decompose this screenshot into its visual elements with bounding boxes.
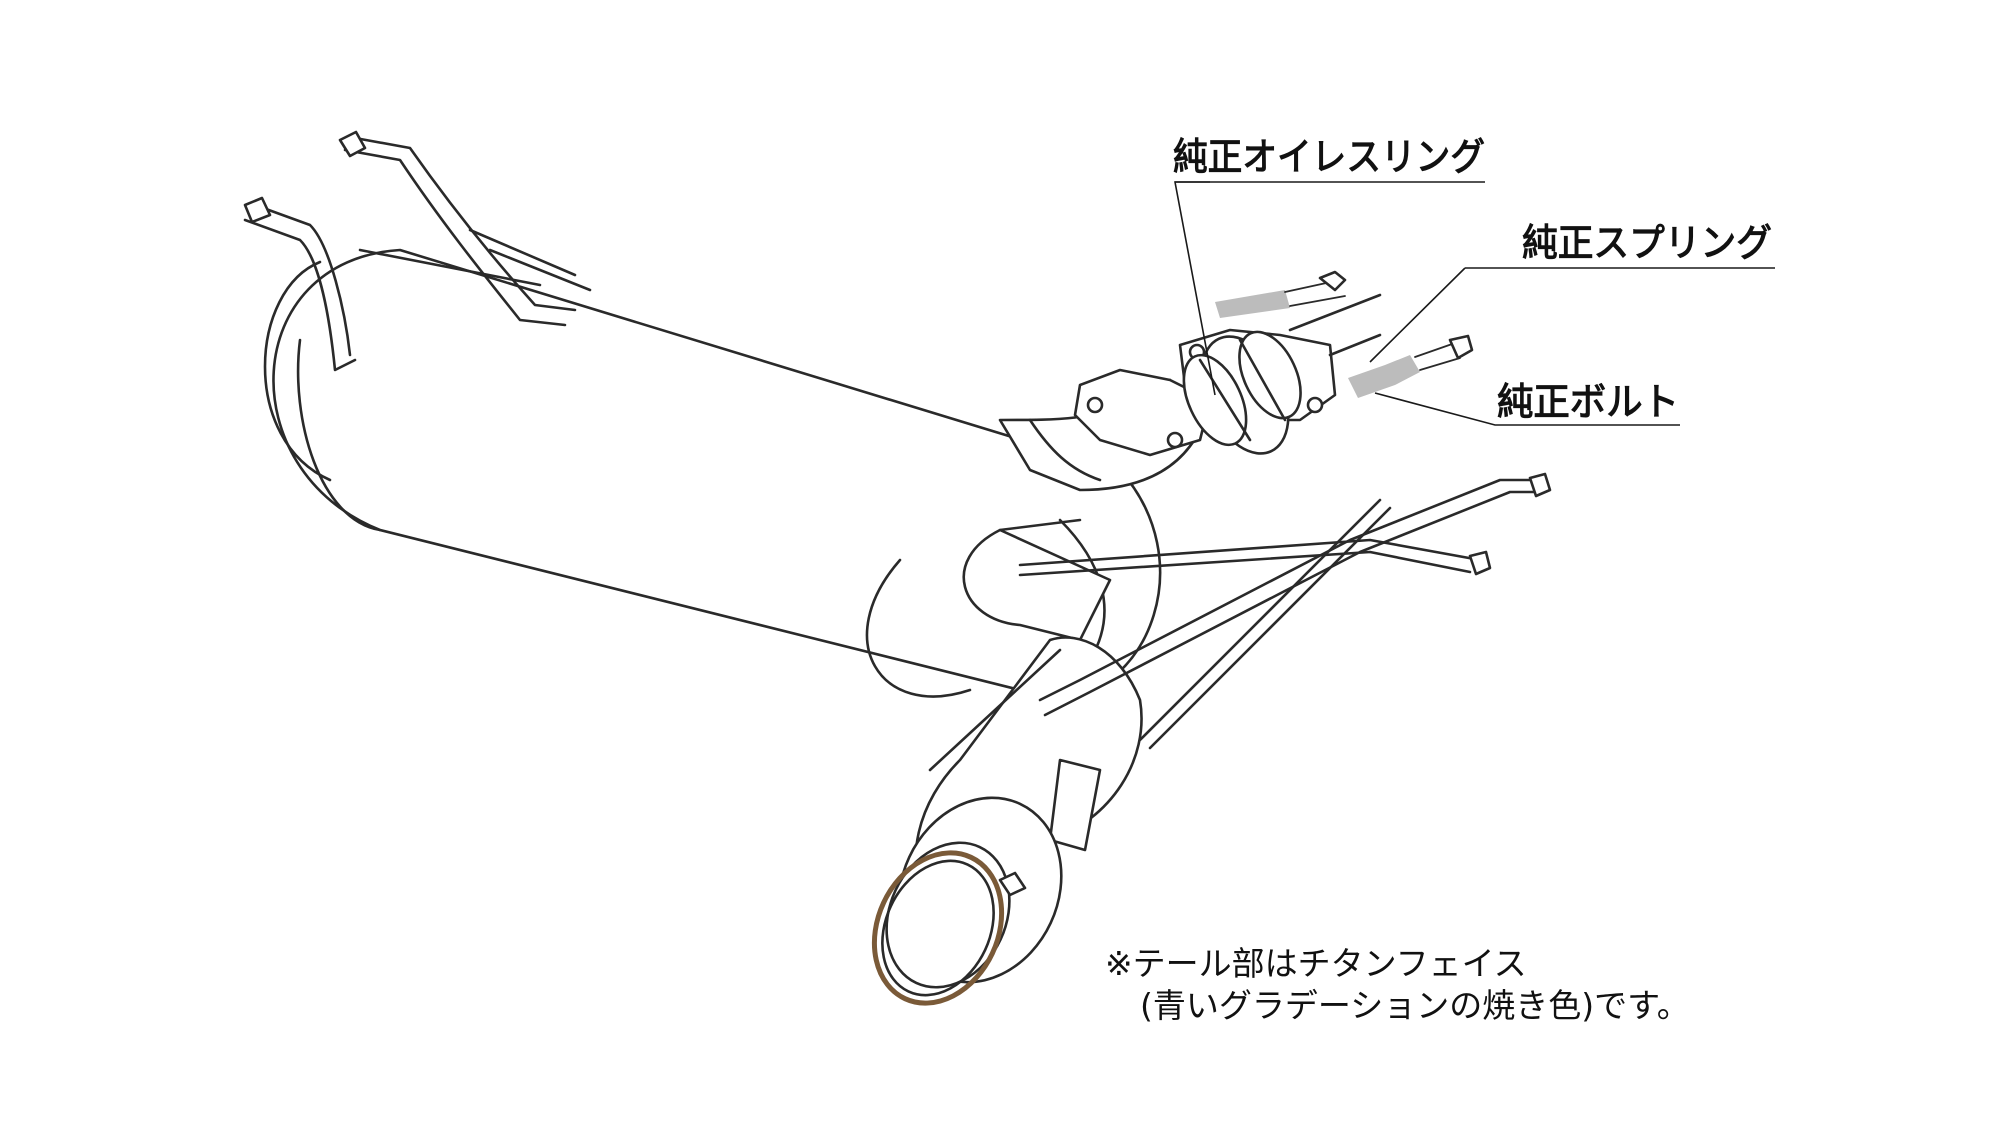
mid-pipe: [962, 518, 1112, 642]
tail-pipe: [871, 636, 1143, 1006]
muffler-hangers: [243, 130, 592, 372]
spring-label: 純正スプリング: [1522, 220, 1772, 265]
bolt-label: 純正ボルト: [1497, 379, 1679, 424]
leader-lines: [1174, 181, 1775, 426]
main-muffler: [263, 248, 1162, 702]
upstream-pipe: [1288, 293, 1382, 357]
note-line-1: ※テール部はチタンフェイス: [1105, 944, 1527, 983]
tail-hangers: [1018, 472, 1552, 750]
note-line-2: (青いグラデーションの焼き色)です。: [1140, 986, 1690, 1025]
springs-and-bolts: [1215, 270, 1474, 398]
oil-ring-label: 純正オイレスリング: [1173, 134, 1485, 179]
flange-joint: [1073, 328, 1337, 457]
